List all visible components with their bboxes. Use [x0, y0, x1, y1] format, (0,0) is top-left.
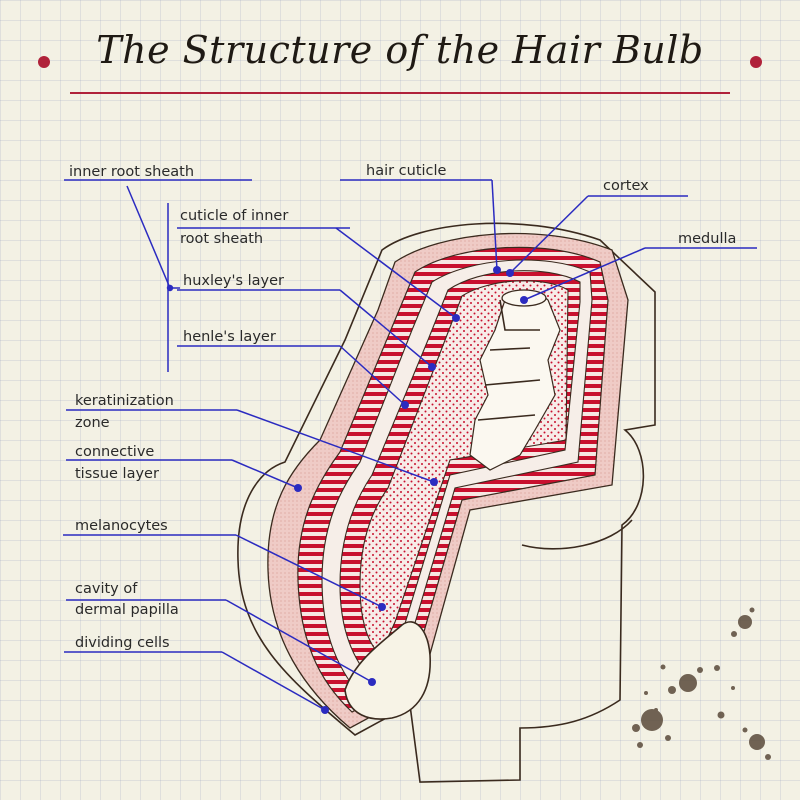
dermal-papilla-shape: [344, 621, 431, 720]
label-keratinization-1: keratinization: [75, 393, 174, 409]
label-connective-1: connective: [75, 444, 154, 460]
label-cavity-2: dermal papilla: [75, 602, 179, 618]
label-huxleys-layer: huxley's layer: [183, 273, 284, 289]
collar-line: [521, 519, 633, 550]
label-henles-layer: henle's layer: [183, 329, 276, 345]
label-cortex: cortex: [603, 178, 649, 194]
page-title: The Structure of the Hair Bulb: [96, 28, 704, 72]
title-block: The Structure of the Hair Bulb: [30, 20, 770, 100]
hair-follicle-illustration: [237, 222, 656, 783]
label-connective-2: tissue layer: [75, 466, 159, 482]
labels: inner root sheath cuticle of inner root …: [69, 163, 736, 651]
leader-lines: [63, 179, 757, 714]
label-cuticle-irs-2: root sheath: [180, 231, 263, 247]
label-medulla: medulla: [678, 231, 736, 247]
label-cavity-1: cavity of: [75, 581, 138, 597]
connective-tissue-outline: [237, 222, 656, 783]
title-dot-left-icon: [38, 56, 50, 68]
title-dot-right-icon: [750, 56, 762, 68]
label-inner-root-sheath: inner root sheath: [69, 164, 194, 180]
title-underline: [70, 92, 730, 94]
label-hair-cuticle: hair cuticle: [366, 163, 447, 179]
ink-splatter-icon: [632, 607, 771, 760]
medulla-cells: [477, 299, 541, 421]
label-keratinization-2: zone: [75, 415, 110, 431]
label-melanocytes: melanocytes: [75, 518, 168, 534]
label-cuticle-irs-1: cuticle of inner: [180, 208, 288, 224]
label-dividing-cells: dividing cells: [75, 635, 170, 651]
